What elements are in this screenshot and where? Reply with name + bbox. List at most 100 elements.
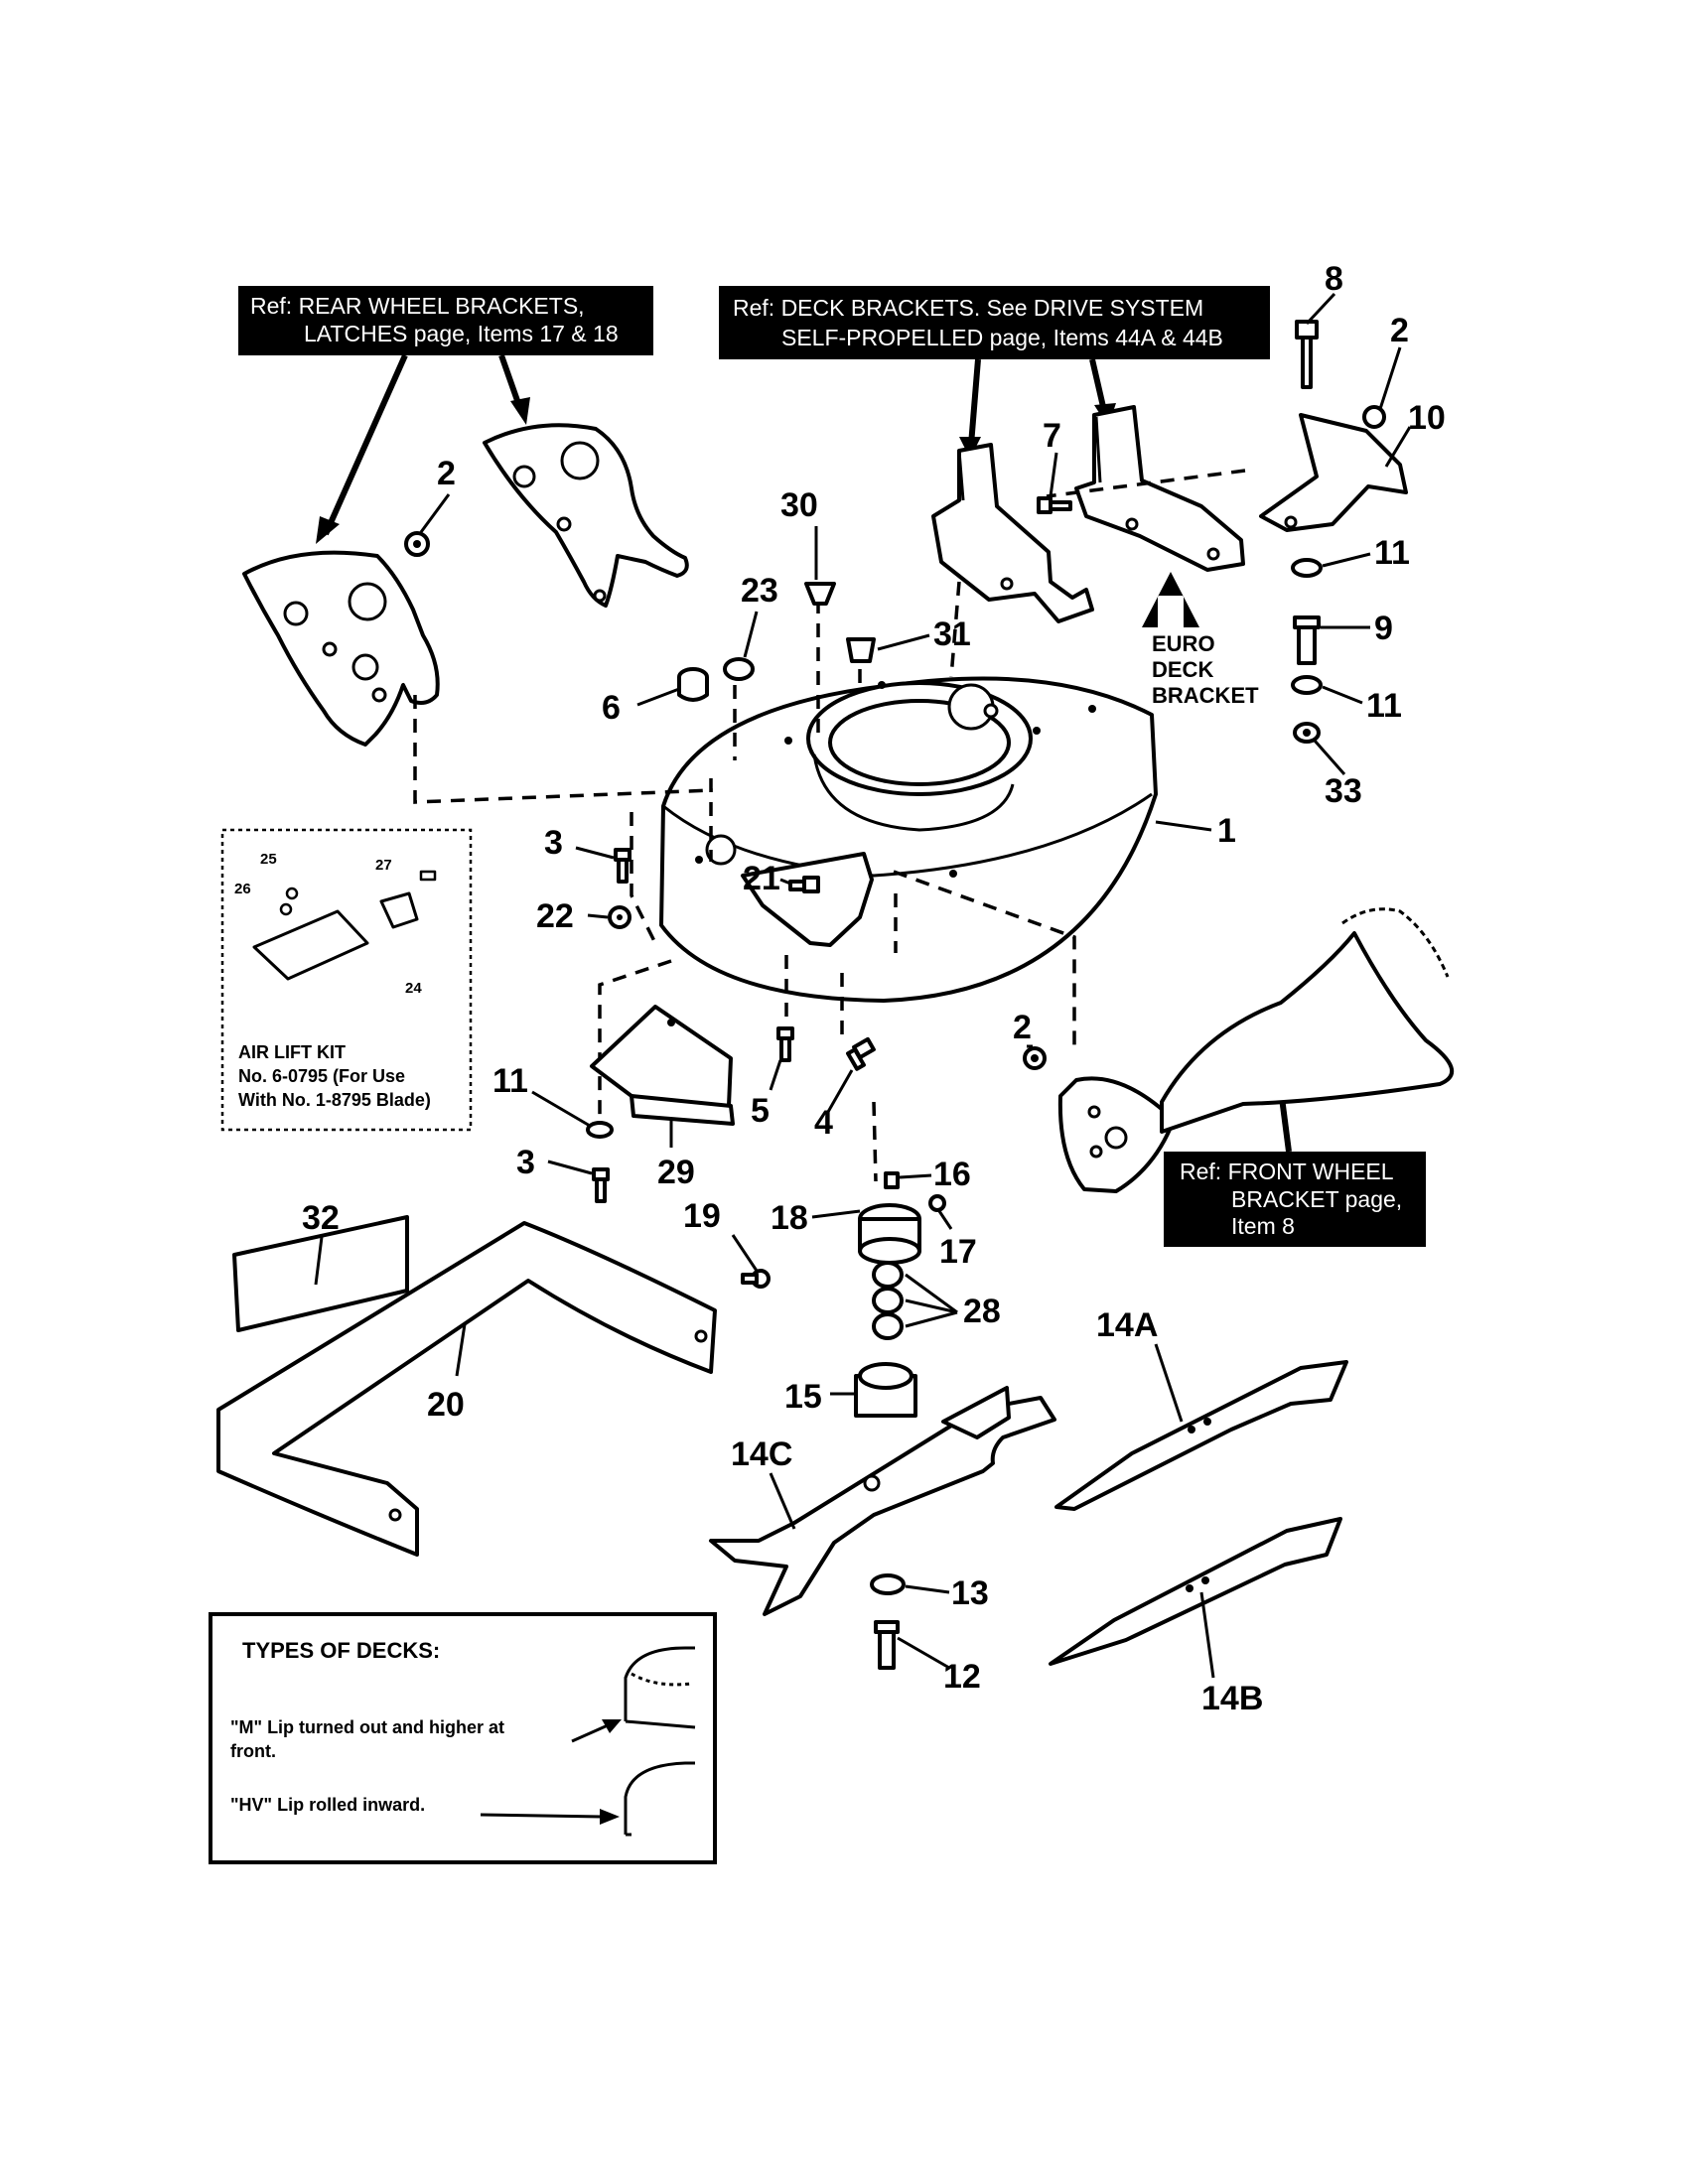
callout-9: 9 bbox=[1374, 610, 1393, 647]
callout-20: 20 bbox=[427, 1386, 465, 1424]
callout-30: 30 bbox=[780, 486, 818, 524]
airlift-line-2: No. 6-0795 (For Use bbox=[238, 1066, 405, 1086]
callout-17: 17 bbox=[939, 1233, 977, 1271]
ref-front-line-1: Ref: FRONT WHEEL bbox=[1180, 1159, 1394, 1184]
euro-line-1: EURO bbox=[1152, 631, 1215, 656]
euro-bracket-plate-10 bbox=[1259, 413, 1408, 532]
callout-28: 28 bbox=[963, 1293, 1001, 1330]
airlift-callout-26: 26 bbox=[234, 881, 251, 897]
mower-deck-housing-1 bbox=[659, 676, 1158, 1003]
blade-adapter-15 bbox=[854, 1362, 917, 1418]
callout-14b: 14B bbox=[1201, 1680, 1263, 1717]
airlift-line-3: With No. 1-8795 Blade) bbox=[238, 1090, 431, 1110]
screw-5 bbox=[776, 1026, 794, 1062]
callout-15: 15 bbox=[784, 1378, 822, 1416]
deck-type-m-line-1: "M" Lip turned out and higher at bbox=[230, 1717, 504, 1737]
plug-23 bbox=[723, 657, 755, 681]
callout-11: 11 bbox=[1366, 687, 1402, 725]
callout-18: 18 bbox=[771, 1199, 808, 1237]
callout-10: 10 bbox=[1408, 399, 1446, 437]
bolt-8 bbox=[1295, 320, 1319, 389]
callout-2: 2 bbox=[437, 455, 456, 492]
washer-11-left bbox=[586, 1121, 614, 1139]
callout-6: 6 bbox=[602, 689, 621, 727]
callout-23: 23 bbox=[741, 572, 778, 610]
ref-rear-line-2: LATCHES page, Items 17 & 18 bbox=[304, 321, 619, 346]
washer-22 bbox=[608, 905, 632, 929]
nut-2-top bbox=[1362, 405, 1386, 429]
blade-14a bbox=[1054, 1360, 1348, 1511]
callout-33: 33 bbox=[1325, 772, 1362, 810]
callout-19: 19 bbox=[683, 1197, 721, 1235]
deck-bracket-right-euro bbox=[1074, 405, 1245, 572]
callout-12: 12 bbox=[943, 1658, 981, 1696]
key-16 bbox=[884, 1171, 900, 1189]
callout-14c: 14C bbox=[731, 1435, 792, 1473]
baffle-29 bbox=[590, 1005, 735, 1126]
screw-17 bbox=[928, 1194, 946, 1212]
nut-2-rear bbox=[404, 531, 430, 557]
callout-3: 3 bbox=[516, 1144, 535, 1181]
ref-front-line-2: BRACKET page, bbox=[1231, 1186, 1402, 1212]
callout-22: 22 bbox=[536, 897, 574, 935]
callout-21: 21 bbox=[743, 860, 780, 897]
callout-3: 3 bbox=[544, 824, 563, 862]
deck-bracket-left bbox=[931, 443, 1094, 623]
callout-14a: 14A bbox=[1096, 1306, 1158, 1344]
ref-rear-line-1: Ref: REAR WHEEL BRACKETS, bbox=[250, 293, 585, 319]
callout-2: 2 bbox=[1390, 312, 1409, 349]
airlift-callout-24: 24 bbox=[405, 980, 422, 997]
washer-13 bbox=[870, 1573, 906, 1595]
guard-bar-20 bbox=[216, 1221, 717, 1557]
airlift-callout-25: 25 bbox=[260, 851, 277, 868]
hardware-stack-right bbox=[1291, 558, 1323, 744]
ref-box-deck-brackets: Ref: DECK BRACKETS. See DRIVE SYSTEM SEL… bbox=[719, 286, 1270, 359]
callout-2: 2 bbox=[1013, 1009, 1032, 1046]
callout-32: 32 bbox=[302, 1199, 340, 1237]
label-plate-32 bbox=[232, 1215, 409, 1332]
callout-numbers: 8 2 10 7 11 9 11 33 2 30 23 31 6 1 3 22 … bbox=[302, 260, 1446, 1717]
screw-4 bbox=[846, 1036, 876, 1071]
callout-31: 31 bbox=[933, 615, 971, 653]
washers-28 bbox=[872, 1261, 904, 1340]
air-lift-kit-inset: 25 26 27 24 AIR LIFT KIT No. 6-0795 (For… bbox=[220, 828, 473, 1132]
callout-29: 29 bbox=[657, 1154, 695, 1191]
ref-box-front-wheel-bracket: Ref: FRONT WHEEL BRACKET page, Item 8 bbox=[1164, 1152, 1426, 1247]
blade-14b bbox=[1049, 1517, 1342, 1666]
rear-wheel-bracket-left bbox=[242, 550, 440, 747]
ref-box-rear-wheel-brackets: Ref: REAR WHEEL BRACKETS, LATCHES page, … bbox=[238, 286, 653, 355]
screw-21 bbox=[788, 876, 820, 893]
screw-3-top bbox=[614, 848, 632, 884]
screw-19 bbox=[741, 1269, 771, 1289]
callout-11: 11 bbox=[492, 1062, 528, 1100]
callout-4: 4 bbox=[814, 1104, 833, 1142]
callout-1: 1 bbox=[1217, 812, 1236, 850]
deck-types-title: TYPES OF DECKS: bbox=[242, 1638, 440, 1663]
screw-3-bottom bbox=[592, 1167, 610, 1203]
assembly-dashed-lines bbox=[413, 469, 1246, 1182]
ref-front-line-3: Item 8 bbox=[1231, 1213, 1295, 1239]
plug-31 bbox=[846, 637, 876, 663]
plug-6 bbox=[677, 667, 709, 702]
rear-wheel-bracket-right bbox=[483, 423, 689, 608]
ref-deck-line-2: SELF-PROPELLED page, Items 44A & 44B bbox=[781, 325, 1223, 350]
deck-type-hv-line-1: "HV" Lip rolled inward. bbox=[230, 1795, 425, 1815]
deck-type-m-line-2: front. bbox=[230, 1741, 276, 1761]
euro-line-3: BRACKET bbox=[1152, 683, 1259, 708]
nut-2-front bbox=[1023, 1046, 1047, 1070]
callout-7: 7 bbox=[1043, 417, 1061, 455]
deck-baffle-plate bbox=[741, 852, 874, 947]
euro-deck-bracket-label: EURO DECK BRACKET bbox=[1152, 631, 1259, 708]
plug-30 bbox=[804, 582, 836, 606]
callout-8: 8 bbox=[1325, 260, 1343, 298]
callout-5: 5 bbox=[751, 1092, 770, 1130]
airlift-callout-27: 27 bbox=[375, 857, 392, 874]
front-wheel-bracket bbox=[1057, 907, 1455, 1193]
euro-line-2: DECK bbox=[1152, 657, 1213, 682]
callout-13: 13 bbox=[951, 1574, 989, 1612]
airlift-line-1: AIR LIFT KIT bbox=[238, 1042, 346, 1062]
blade-14c bbox=[709, 1386, 1056, 1616]
bolt-7 bbox=[1037, 496, 1072, 514]
ref-deck-line-1: Ref: DECK BRACKETS. See DRIVE SYSTEM bbox=[733, 295, 1203, 321]
